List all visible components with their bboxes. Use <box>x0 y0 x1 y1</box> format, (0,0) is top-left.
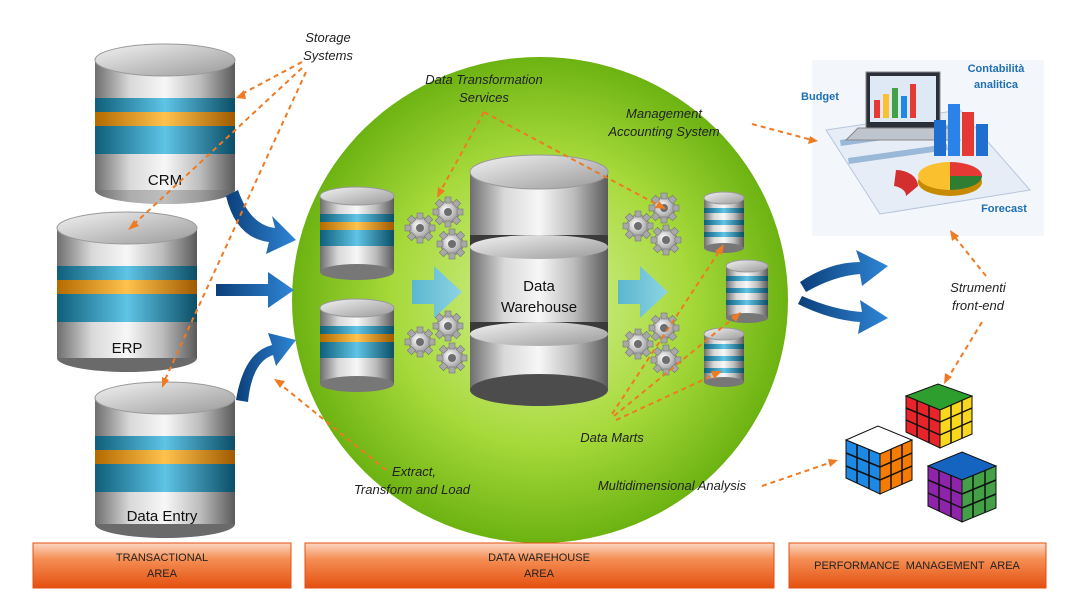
etl-label-line2: Transform and Load <box>354 482 471 497</box>
teal-arrow-right-icon <box>618 266 668 318</box>
contabilita-label-line2: analitica <box>974 79 1019 91</box>
erp-label: ERP <box>112 340 143 357</box>
transactional-area-line2: AREA <box>147 568 178 580</box>
blue-arrows-right-icon <box>798 250 888 334</box>
frontend-label-line1: Strumenti <box>950 280 1007 295</box>
transactional-area-line1: TRANSACTIONAL <box>116 552 208 564</box>
warehouse-area-line2: AREA <box>524 568 555 580</box>
warehouse-label-line2: Warehouse <box>501 299 577 316</box>
olap-cube-red-icon <box>904 383 974 449</box>
dts-label-line1: Data Transformation <box>425 72 543 87</box>
olap-cube-purple-icon <box>926 451 998 523</box>
data-mart-3-icon <box>703 327 745 387</box>
storage-systems-label-line2: Systems <box>303 48 353 63</box>
mas-label-line1: Management <box>626 106 703 121</box>
budget-label: Budget <box>801 91 839 103</box>
blue-arrows-icon <box>216 190 296 402</box>
olap-cube-blue-icon <box>844 425 914 495</box>
warehouse-area-line1: DATA WAREHOUSE <box>488 552 590 564</box>
teal-arrow-left-icon <box>412 266 462 318</box>
transactional-area-band: TRANSACTIONAL AREA <box>32 542 292 589</box>
multidimensional-analysis-label: Multidimensional Analysis <box>598 478 747 493</box>
performance-management-area-band: PERFORMANCE MANAGEMENT AREA <box>788 542 1047 589</box>
data-mart-2-icon <box>725 259 769 323</box>
data-entry-label: Data Entry <box>127 508 198 525</box>
storage-systems-label-line1: Storage <box>305 30 351 45</box>
data-marts-label: Data Marts <box>580 430 644 445</box>
data-warehouse-icon: Data Warehouse <box>469 154 609 406</box>
contabilita-label-line1: Contabilità <box>968 63 1026 75</box>
data-entry-database-icon: Data Entry <box>94 381 236 538</box>
performance-area-label: PERFORMANCE MANAGEMENT AREA <box>814 560 1020 572</box>
data-mart-1-icon <box>703 191 745 253</box>
staging-database-bottom-icon <box>319 298 395 392</box>
crm-label: CRM <box>148 172 182 189</box>
mas-label-line2: Accounting System <box>607 124 719 139</box>
data-warehouse-area-band: DATA WAREHOUSE AREA <box>304 542 775 589</box>
forecast-label: Forecast <box>981 203 1027 215</box>
frontend-label-line2: front-end <box>952 298 1005 313</box>
dashed-connector-arrows <box>128 61 987 487</box>
dts-label-line2: Services <box>459 90 509 105</box>
etl-label-line1: Extract, <box>392 464 436 479</box>
performance-dashboard-icon <box>812 60 1044 236</box>
staging-database-top-icon <box>319 186 395 280</box>
crm-database-icon: CRM <box>94 43 236 204</box>
erp-database-icon: ERP <box>56 211 198 372</box>
warehouse-label-line1: Data <box>523 278 555 295</box>
